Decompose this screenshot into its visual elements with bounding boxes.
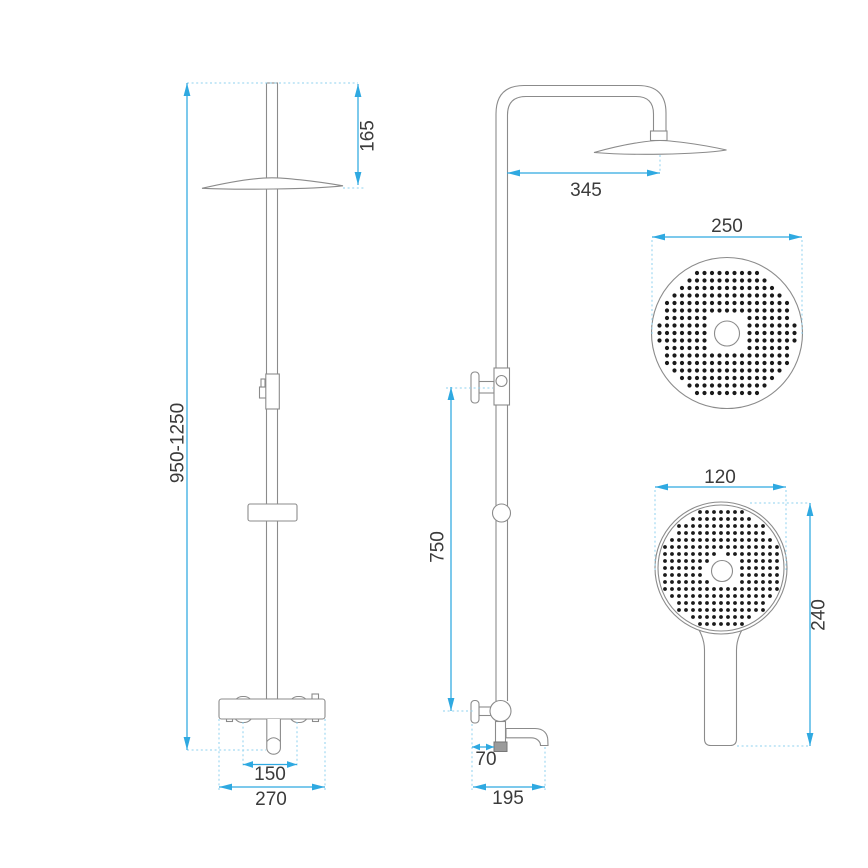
label-spout-span: 150 bbox=[254, 764, 286, 785]
outlet-tube-side bbox=[494, 720, 507, 743]
rain-head-profile-front bbox=[201, 177, 344, 190]
dim-arrowhead bbox=[473, 783, 486, 791]
slider-knob-pin-front bbox=[260, 378, 266, 388]
dim-arrowhead bbox=[507, 169, 520, 177]
rain-head-center-hole bbox=[713, 320, 741, 347]
valve-body-side bbox=[489, 699, 512, 723]
label-head-diameter: 250 bbox=[711, 216, 743, 237]
hand-shower-center-hole bbox=[710, 559, 734, 583]
rain-head-nozzle-dots bbox=[657, 270, 797, 396]
dim-arrowhead bbox=[354, 84, 362, 97]
dim-arrowhead bbox=[243, 761, 253, 768]
dim-arrowhead bbox=[486, 743, 494, 751]
dim-arrowhead bbox=[447, 698, 455, 711]
hose-holder-ring bbox=[491, 503, 512, 523]
rain-head-top-view bbox=[650, 256, 804, 410]
label-mixer-width: 270 bbox=[255, 789, 287, 810]
soap-dish bbox=[247, 503, 298, 522]
valve-knob-side bbox=[470, 699, 480, 724]
dim-arrowhead bbox=[773, 483, 786, 491]
label-riser-height: 750 bbox=[428, 531, 449, 563]
riser-pipe-side-outer bbox=[495, 84, 667, 701]
extension-lines bbox=[187, 82, 810, 790]
dim-arrowhead bbox=[354, 172, 362, 185]
dim-arrowhead bbox=[183, 737, 191, 750]
slider-bracket-front bbox=[265, 373, 280, 410]
spout-side bbox=[505, 727, 549, 747]
hand-shower-head-inner bbox=[657, 504, 785, 632]
label-arm-reach: 345 bbox=[570, 180, 602, 201]
dim-arrowhead bbox=[532, 783, 545, 791]
dim-arrowhead bbox=[806, 733, 814, 746]
label-knob-depth: 70 bbox=[475, 749, 496, 770]
slider-stem-side bbox=[478, 380, 495, 394]
hand-shower-view bbox=[654, 501, 788, 747]
dim-arrowhead bbox=[183, 83, 191, 96]
slider-screw bbox=[495, 374, 508, 388]
spout-cap-line bbox=[266, 737, 281, 742]
dim-arrowhead bbox=[219, 783, 232, 791]
dim-arrowhead bbox=[647, 169, 660, 177]
side-view bbox=[470, 84, 727, 752]
dimension-lines bbox=[183, 83, 814, 791]
spout-front bbox=[266, 719, 281, 755]
head-connector-nut bbox=[649, 130, 668, 142]
riser-pipe-side-inner bbox=[506, 95, 655, 701]
hand-shower-nozzle-dots bbox=[663, 510, 779, 626]
dim-arrowhead bbox=[287, 761, 297, 768]
label-spout-depth: 195 bbox=[492, 788, 524, 809]
mixer-body bbox=[218, 698, 326, 720]
dim-arrowhead bbox=[652, 233, 665, 241]
rain-head-profile-side bbox=[593, 139, 727, 155]
dim-arrowhead bbox=[312, 783, 325, 791]
hand-shower-handle bbox=[692, 620, 749, 747]
dimension-arrows bbox=[183, 83, 814, 791]
label-total-height: 950-1250 bbox=[168, 403, 189, 483]
label-head-to-top: 165 bbox=[358, 120, 379, 152]
front-view bbox=[201, 82, 344, 755]
dim-arrowhead bbox=[472, 743, 480, 751]
label-hand-length: 240 bbox=[809, 599, 830, 631]
dimension-labels: 950-1250 165 150 270 345 750 70 195 250 … bbox=[168, 120, 830, 810]
dim-arrowhead bbox=[789, 233, 802, 241]
dim-arrowhead bbox=[447, 387, 455, 400]
dim-arrowhead bbox=[655, 483, 668, 491]
label-hand-width: 120 bbox=[704, 467, 736, 488]
dim-arrowhead bbox=[806, 503, 814, 516]
